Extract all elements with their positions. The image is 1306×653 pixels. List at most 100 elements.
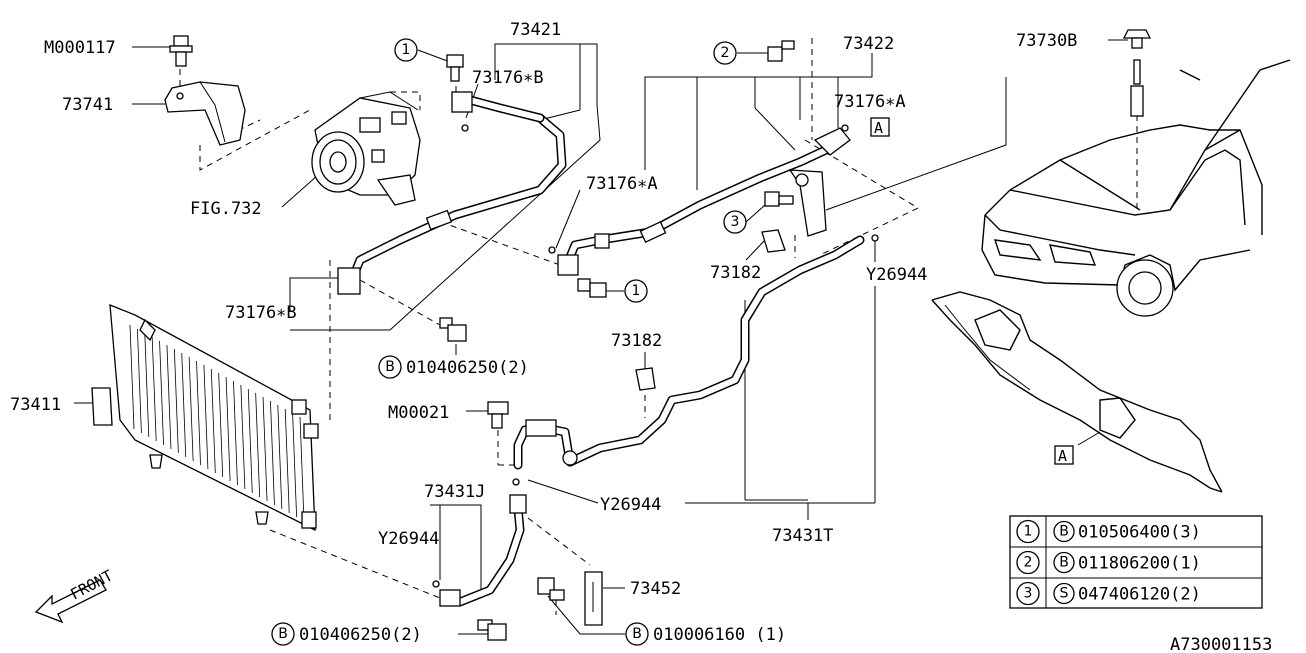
label-73421: 73421 xyxy=(510,20,561,40)
svg-text:A: A xyxy=(1058,447,1067,465)
legend-number-circle xyxy=(1016,519,1040,544)
label-73176b-top: 73176∗B xyxy=(472,68,544,88)
legend-prefix: B xyxy=(1059,555,1069,571)
callout-1-mid: 1 xyxy=(624,279,648,303)
clamp-73182-top-icon xyxy=(761,229,786,253)
legend-prefix-circle xyxy=(1053,582,1075,605)
label-73176b-left: 73176∗B xyxy=(225,303,297,323)
condenser-fin xyxy=(129,324,135,430)
bolt-callout2-icon xyxy=(767,40,795,62)
car-body-icon xyxy=(981,59,1291,317)
label-73431j: 73431J xyxy=(424,482,485,502)
condenser-fin xyxy=(247,388,253,494)
prefix-b-mid: B xyxy=(378,355,402,379)
diagram-id: A730001153 xyxy=(1170,635,1272,653)
callout-2: 2 xyxy=(713,41,737,65)
part-labels: M000117 73741 FIG.732 73421 73176∗B 7317… xyxy=(10,20,1272,653)
svg-text:2: 2 xyxy=(721,45,730,61)
label-m000117: M000117 xyxy=(44,38,116,58)
condenser-fin xyxy=(270,400,275,506)
fastener-73730b-icon xyxy=(1122,29,1152,117)
callout-1-top: 1 xyxy=(394,38,418,62)
legend-number: 1 xyxy=(1024,524,1033,540)
legend-prefix-circle xyxy=(1053,520,1075,543)
label-73176a-mid: 73176∗A xyxy=(586,174,658,194)
bolt-callout1-mid-icon xyxy=(577,278,607,298)
svg-text:B: B xyxy=(278,626,288,642)
front-arrow-icon: FRONT xyxy=(34,566,116,624)
bracket-73741-icon xyxy=(164,81,246,146)
clamp-73182-mid-icon xyxy=(635,367,656,391)
condenser-fin xyxy=(188,356,194,462)
bolt-m000117-icon xyxy=(169,35,193,67)
condenser-73411-icon xyxy=(91,304,319,532)
legend-row: 1 B 010506400(3) xyxy=(1016,519,1201,544)
label-y26944-left: Y26944 xyxy=(378,529,439,549)
legend-number-circle xyxy=(1016,550,1040,575)
label-y26944-right: Y26944 xyxy=(866,265,927,285)
bolt-m00021-icon xyxy=(487,401,509,429)
pipe-73431j-icon xyxy=(432,494,527,607)
legend-number: 2 xyxy=(1024,555,1033,571)
label-73176a-top: 73176∗A xyxy=(834,92,906,112)
condenser-fin xyxy=(299,416,305,522)
condenser-fin xyxy=(181,352,187,458)
label-73431t: 73431T xyxy=(772,526,833,546)
condenser-fin xyxy=(203,364,209,470)
condenser-fin xyxy=(262,396,268,502)
view-a-marker-top: A xyxy=(870,117,890,137)
label-73182-mid: 73182 xyxy=(611,331,662,351)
svg-text:1: 1 xyxy=(632,283,641,299)
condenser-fin xyxy=(196,360,201,466)
bolt-callout1-top-icon xyxy=(446,54,464,82)
condenser-fin xyxy=(292,412,298,518)
condenser-fin xyxy=(166,344,172,450)
front-label: FRONT xyxy=(67,566,115,603)
svg-text:A: A xyxy=(874,119,883,137)
label-fig732: FIG.732 xyxy=(190,199,262,219)
label-bolt-73452: 010006160 (1) xyxy=(653,625,786,645)
compressor-icon xyxy=(311,91,421,206)
bolt-bottom-icon xyxy=(477,619,507,641)
condenser-fin xyxy=(136,328,142,434)
label-73452: 73452 xyxy=(630,579,681,599)
legend-prefix: S xyxy=(1060,586,1069,602)
prefix-b-bottom: B xyxy=(271,622,295,646)
condenser-fin xyxy=(225,376,231,482)
label-73730b: 73730B xyxy=(1016,31,1077,51)
condenser-fin xyxy=(255,392,261,498)
bracket-73452-icon xyxy=(584,571,603,626)
label-bolt-bottom: 010406250(2) xyxy=(299,625,422,645)
label-73182-top: 73182 xyxy=(710,263,761,283)
label-y26944-mid: Y26944 xyxy=(600,495,661,515)
condenser-fin xyxy=(240,384,246,490)
label-73741: 73741 xyxy=(62,95,113,115)
legend-part-number: 011806200(1) xyxy=(1078,554,1201,574)
legend-prefix: B xyxy=(1059,524,1069,540)
label-73411: 73411 xyxy=(10,395,61,415)
svg-text:B: B xyxy=(385,359,395,375)
bolt-010006160-icon xyxy=(537,577,565,601)
prefix-b-73452: B xyxy=(625,622,649,646)
condenser-fin xyxy=(173,348,179,454)
pipe-73431t-icon xyxy=(512,234,879,486)
condenser-fin xyxy=(210,368,216,474)
svg-text:1: 1 xyxy=(402,42,411,58)
bolt-callout3-icon xyxy=(764,191,794,207)
condenser-fin xyxy=(144,332,150,438)
view-a-marker-bottom: A xyxy=(1054,445,1074,465)
legend-part-number: 010506400(3) xyxy=(1078,523,1201,543)
condenser-fin xyxy=(159,340,164,446)
legend-number: 3 xyxy=(1024,586,1033,602)
cowl-panel-icon xyxy=(931,291,1223,493)
label-bolt-mid: 010406250(2) xyxy=(406,358,529,378)
condenser-fin xyxy=(284,408,290,514)
pipe-73422-icon xyxy=(548,124,851,276)
label-m00021: M00021 xyxy=(388,403,449,423)
svg-text:3: 3 xyxy=(731,214,740,230)
condenser-fin xyxy=(277,404,283,510)
label-73422: 73422 xyxy=(843,34,894,54)
